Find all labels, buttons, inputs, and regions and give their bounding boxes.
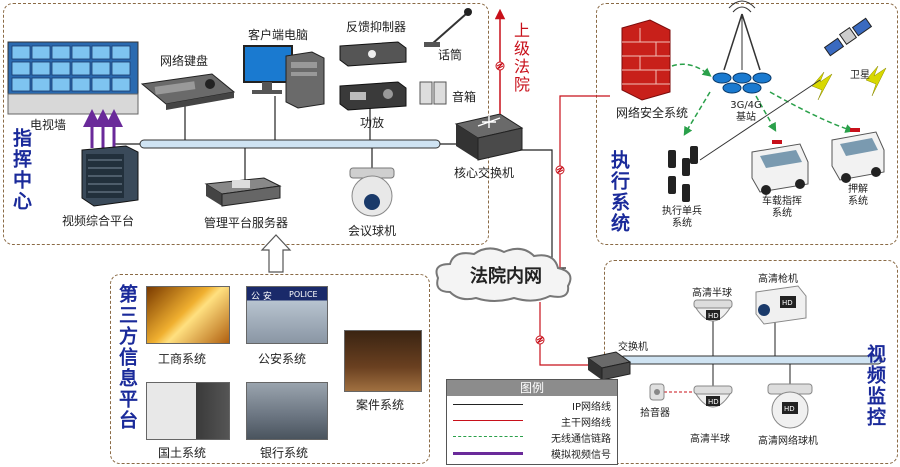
police-station-photo: 公 安 POLICE <box>246 286 328 344</box>
svg-text:HD: HD <box>784 405 795 413</box>
pickup-label: 拾音器 <box>640 408 670 419</box>
switch-icon <box>454 113 524 161</box>
legend-label-wireless: 无线通信链路 <box>551 434 611 445</box>
svg-text:HD: HD <box>708 312 719 320</box>
legend-swatch-trunk <box>453 420 523 421</box>
firewall-label: 网络安全系统 <box>616 106 689 120</box>
courtroom-photo <box>344 330 422 392</box>
video-platform-label: 视频综合平台 <box>62 214 135 228</box>
svg-text:HD: HD <box>708 398 719 406</box>
gold-bars-photo <box>146 286 230 344</box>
upper-court-label: 上级法院 <box>511 22 530 94</box>
vm-switch-label: 交换机 <box>618 342 648 353</box>
desktop-pc-icon <box>243 45 325 109</box>
cloud-icon <box>435 247 572 302</box>
bank-system-label: 银行系统 <box>260 446 309 460</box>
network-keyboard-label: 网络键盘 <box>160 54 209 68</box>
escort-label: 押解系统 <box>848 184 868 207</box>
vehicle-label: 车载指挥系统 <box>762 196 802 219</box>
server-rack-icon <box>81 145 139 207</box>
radio-icon <box>668 146 698 202</box>
third-party-title: 第三方信息平台 <box>116 284 138 431</box>
court-network-label: 法院内网 <box>470 266 542 287</box>
hd-dome-2-label: 高清半球 <box>690 434 730 445</box>
hd-dome-1-label: 高清半球 <box>692 288 732 299</box>
microphone-icon <box>424 8 472 47</box>
hd-dome-icon: HD <box>693 385 733 408</box>
video-monitor-title: 视频监控 <box>864 344 886 428</box>
amplifier-label: 功放 <box>360 116 385 130</box>
keyboard-icon <box>140 73 236 110</box>
feedback-suppressor-label: 反馈抑制器 <box>346 20 407 34</box>
legend-swatch-wireless <box>453 436 523 437</box>
public-security-label: 公安系统 <box>258 352 307 366</box>
video-wall-label: 电视墙 <box>30 118 67 132</box>
legend-item-wireless: 无线通信链路 <box>447 428 617 445</box>
case-system-label: 案件系统 <box>356 398 405 412</box>
legend-swatch-ip <box>453 404 523 405</box>
client-pc-label: 客户端电脑 <box>248 28 309 42</box>
hd-bullet-icon: HD <box>755 285 807 325</box>
core-switch-label: 核心交换机 <box>454 166 515 180</box>
legend: 图例 IP网络线 主干网络线 无线通信链路 模拟视频信号 <box>446 379 618 465</box>
switch-icon <box>586 351 632 381</box>
rack-device-icon <box>339 41 407 67</box>
hd-dome-icon: HD <box>693 299 733 322</box>
hd-ptz-icon: HD <box>767 383 813 429</box>
satellite-label: 卫星 <box>850 70 870 81</box>
legend-item-ip: IP网络线 <box>447 396 617 413</box>
industry-commerce-label: 工商系统 <box>158 352 207 366</box>
legend-label-ip: IP网络线 <box>572 402 611 413</box>
legend-swatch-video <box>453 452 523 455</box>
legend-item-video: 模拟视频信号 <box>447 444 617 461</box>
pickup-icon <box>649 383 665 401</box>
amplifier-icon <box>339 81 407 111</box>
base-station-icon <box>712 0 772 94</box>
execution-system-title: 执行系统 <box>608 150 630 234</box>
police-sign: 公 安 <box>251 292 272 302</box>
land-resources-label: 国土系统 <box>158 446 207 460</box>
police-van-icon <box>831 128 885 183</box>
bank-photo <box>246 382 328 440</box>
legend-label-video: 模拟视频信号 <box>551 450 611 461</box>
command-center-title: 指挥中心 <box>10 128 32 212</box>
speaker-icon <box>419 81 447 105</box>
police-sign-en: POLICE <box>289 290 318 299</box>
mgmt-server-label: 管理平台服务器 <box>204 216 289 230</box>
hd-bullet-label: 高清枪机 <box>758 274 798 285</box>
server-icon <box>204 177 282 207</box>
hd-ptz-label: 高清网络球机 <box>758 436 818 447</box>
svg-text:HD: HD <box>782 299 793 307</box>
firewall-icon <box>621 19 671 101</box>
police-van-icon <box>751 140 809 195</box>
land-bureau-photo <box>146 382 230 440</box>
speaker-label: 音箱 <box>452 90 477 104</box>
legend-item-trunk: 主干网络线 <box>447 412 617 429</box>
microphone-label: 话筒 <box>438 48 463 62</box>
video-wall-icon <box>7 41 139 115</box>
legend-title: 图例 <box>447 380 617 396</box>
satellite-icon <box>823 17 873 57</box>
meeting-camera-label: 会议球机 <box>348 224 397 238</box>
base-station-label: 3G/4G 基站 <box>730 100 762 123</box>
dome-camera-icon <box>349 167 395 217</box>
soldier-label: 执行单兵系统 <box>662 206 702 229</box>
legend-label-trunk: 主干网络线 <box>561 418 611 429</box>
